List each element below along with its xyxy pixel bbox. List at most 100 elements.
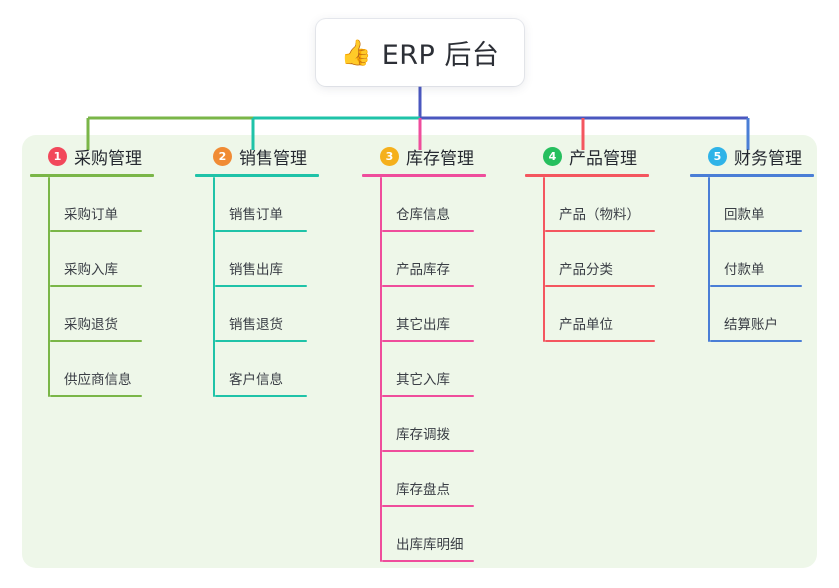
thumbs-up-icon: 👍 xyxy=(340,38,372,67)
branch-1[interactable]: 1 采购管理采购订单采购入库采购退货供应商信息 xyxy=(30,143,180,397)
branch-title-3: 库存管理 xyxy=(406,148,474,169)
branch-badge-2: 2 xyxy=(213,146,232,166)
child-item[interactable]: 销售出库 xyxy=(215,232,345,287)
child-item[interactable]: 产品单位 xyxy=(545,287,675,342)
child-item[interactable]: 出库库明细 xyxy=(382,507,512,562)
child-label: 销售退货 xyxy=(229,317,283,333)
root-node[interactable]: 👍 ERP 后台 xyxy=(316,19,524,86)
branch-spine-3 xyxy=(380,177,382,562)
child-label: 销售订单 xyxy=(229,207,283,223)
branch-badge-4: 4 xyxy=(543,146,562,166)
child-label: 仓库信息 xyxy=(396,207,450,223)
child-item[interactable]: 产品（物料） xyxy=(545,177,675,232)
child-label: 结算账户 xyxy=(724,317,778,333)
branch-2[interactable]: 2 销售管理销售订单销售出库销售退货客户信息 xyxy=(195,143,345,397)
child-underline xyxy=(382,395,474,397)
child-underline xyxy=(215,285,307,287)
child-underline xyxy=(215,395,307,397)
branch-spine-2 xyxy=(213,177,215,397)
child-underline xyxy=(50,340,142,342)
branch-title-2: 销售管理 xyxy=(239,148,307,169)
child-underline xyxy=(382,450,474,452)
child-label: 回款单 xyxy=(724,207,765,223)
branch-header-2[interactable]: 2 销售管理 xyxy=(195,143,345,169)
branch-children-2: 销售订单销售出库销售退货客户信息 xyxy=(195,177,345,397)
child-item[interactable]: 采购退货 xyxy=(50,287,180,342)
child-underline xyxy=(382,230,474,232)
branch-underline-3 xyxy=(362,174,486,177)
child-underline xyxy=(215,340,307,342)
branch-spine-1 xyxy=(48,177,50,397)
branch-3[interactable]: 3 库存管理仓库信息产品库存其它出库其它入库库存调拨库存盘点出库库明细 xyxy=(362,143,512,562)
branch-children-5: 回款单付款单结算账户 xyxy=(690,177,820,342)
branch-4[interactable]: 4 产品管理产品（物料） 产品分类产品单位 xyxy=(525,143,675,342)
child-item[interactable]: 库存调拨 xyxy=(382,397,512,452)
branch-title-5: 财务管理 xyxy=(734,148,802,169)
branch-header-5[interactable]: 5 财务管理 xyxy=(690,143,820,169)
branch-badge-3: 3 xyxy=(380,146,399,166)
child-underline xyxy=(545,285,655,287)
child-label: 付款单 xyxy=(724,262,765,278)
branch-header-1[interactable]: 1 采购管理 xyxy=(30,143,180,169)
child-label: 库存盘点 xyxy=(396,482,450,498)
child-underline xyxy=(50,230,142,232)
child-item[interactable]: 销售退货 xyxy=(215,287,345,342)
branch-title-1: 采购管理 xyxy=(74,148,142,169)
child-item[interactable]: 仓库信息 xyxy=(382,177,512,232)
child-label: 供应商信息 xyxy=(64,372,132,388)
child-underline xyxy=(215,230,307,232)
branch-children-1: 采购订单采购入库采购退货供应商信息 xyxy=(30,177,180,397)
child-item[interactable]: 付款单 xyxy=(710,232,820,287)
child-underline xyxy=(50,285,142,287)
child-label: 产品库存 xyxy=(396,262,450,278)
child-item[interactable]: 库存盘点 xyxy=(382,452,512,507)
child-underline xyxy=(545,230,655,232)
branch-underline-5 xyxy=(690,174,814,177)
branch-underline-1 xyxy=(30,174,154,177)
branch-title-4: 产品管理 xyxy=(569,148,637,169)
branch-badge-5: 5 xyxy=(708,146,727,166)
child-label: 产品单位 xyxy=(559,317,613,333)
branch-underline-2 xyxy=(195,174,319,177)
child-label: 其它出库 xyxy=(396,317,450,333)
child-item[interactable]: 采购订单 xyxy=(50,177,180,232)
child-underline xyxy=(382,505,474,507)
child-label: 产品分类 xyxy=(559,262,613,278)
child-underline xyxy=(382,560,474,562)
child-label: 其它入库 xyxy=(396,372,450,388)
branch-spine-4 xyxy=(543,177,545,342)
branch-badge-1: 1 xyxy=(48,146,67,166)
child-underline xyxy=(710,285,802,287)
child-item[interactable]: 产品库存 xyxy=(382,232,512,287)
branch-header-3[interactable]: 3 库存管理 xyxy=(362,143,512,169)
child-underline xyxy=(545,340,655,342)
root-title: ERP 后台 xyxy=(381,40,500,71)
child-item[interactable]: 回款单 xyxy=(710,177,820,232)
child-label: 产品（物料） xyxy=(559,207,640,223)
child-label: 销售出库 xyxy=(229,262,283,278)
child-item[interactable]: 销售订单 xyxy=(215,177,345,232)
child-label: 出库库明细 xyxy=(396,537,464,553)
child-item[interactable]: 其它入库 xyxy=(382,342,512,397)
child-label: 客户信息 xyxy=(229,372,283,388)
branch-children-4: 产品（物料） 产品分类产品单位 xyxy=(525,177,675,342)
child-item[interactable]: 采购入库 xyxy=(50,232,180,287)
branch-underline-4 xyxy=(525,174,649,177)
child-underline xyxy=(710,230,802,232)
child-label: 采购入库 xyxy=(64,262,118,278)
child-label: 采购退货 xyxy=(64,317,118,333)
child-item[interactable]: 其它出库 xyxy=(382,287,512,342)
child-underline xyxy=(382,285,474,287)
branch-5[interactable]: 5 财务管理回款单付款单结算账户 xyxy=(690,143,820,342)
child-item[interactable]: 供应商信息 xyxy=(50,342,180,397)
child-item[interactable]: 结算账户 xyxy=(710,287,820,342)
child-underline xyxy=(50,395,142,397)
child-underline xyxy=(710,340,802,342)
child-item[interactable]: 产品分类 xyxy=(545,232,675,287)
branch-header-4[interactable]: 4 产品管理 xyxy=(525,143,675,169)
branch-children-3: 仓库信息产品库存其它出库其它入库库存调拨库存盘点出库库明细 xyxy=(362,177,512,562)
branch-spine-5 xyxy=(708,177,710,342)
child-item[interactable]: 客户信息 xyxy=(215,342,345,397)
branches-panel xyxy=(22,135,817,568)
